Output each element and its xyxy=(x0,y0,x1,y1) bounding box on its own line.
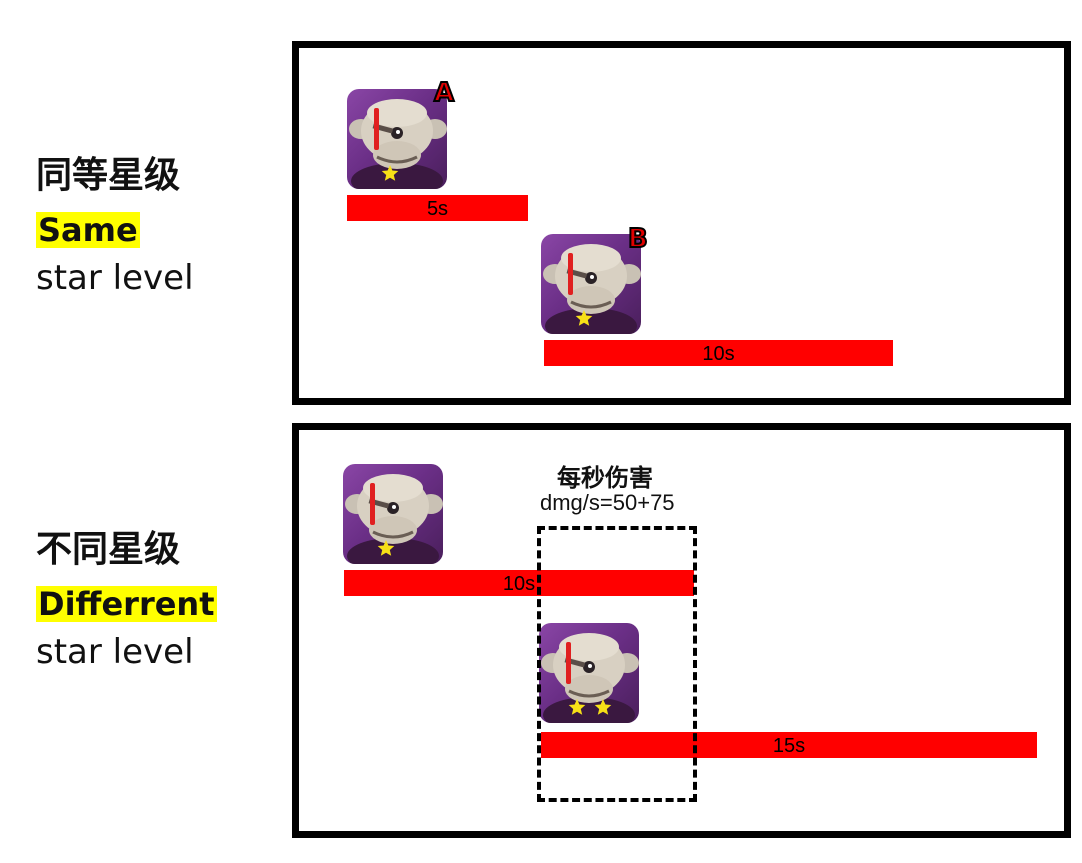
star-icon xyxy=(381,165,399,181)
timer-bar-a: 5s xyxy=(347,195,528,221)
overlap-window xyxy=(537,526,697,802)
different-caption: 不同星级 Differrent star level xyxy=(36,532,217,672)
hero-portrait-icon xyxy=(543,244,641,334)
same-caption: 同等星级 Same star level xyxy=(36,158,194,298)
star-icon xyxy=(377,540,395,556)
hero-portrait-icon xyxy=(345,474,443,564)
unit-label-b: B xyxy=(627,224,649,254)
same-title-en-rest: star level xyxy=(36,258,194,298)
timer-bar-1star: 10s xyxy=(344,570,694,596)
star-icon xyxy=(575,310,593,326)
overlap-formula: dmg/s=50+75 xyxy=(540,490,675,515)
different-title-en-highlight: Differrent xyxy=(36,585,217,623)
unit-card-a xyxy=(347,89,447,189)
different-title-en-rest: star level xyxy=(36,632,194,672)
hero-portrait-icon xyxy=(349,99,447,189)
overlap-title: 每秒伤害 xyxy=(557,464,653,492)
unit-card-b xyxy=(541,234,641,334)
hero-portrait-icon xyxy=(541,633,639,723)
timer-bar-b: 10s xyxy=(544,340,893,366)
different-title-zh: 不同星级 xyxy=(36,529,181,570)
same-title-en-highlight: Same xyxy=(36,211,140,249)
star-icon xyxy=(568,699,586,715)
same-title-zh: 同等星级 xyxy=(36,155,181,196)
unit-card-2star xyxy=(539,623,639,723)
timer-bar-2star: 15s xyxy=(541,732,1037,758)
unit-label-a: A xyxy=(433,78,455,108)
star-icon xyxy=(594,699,612,715)
unit-card-1star xyxy=(343,464,443,564)
